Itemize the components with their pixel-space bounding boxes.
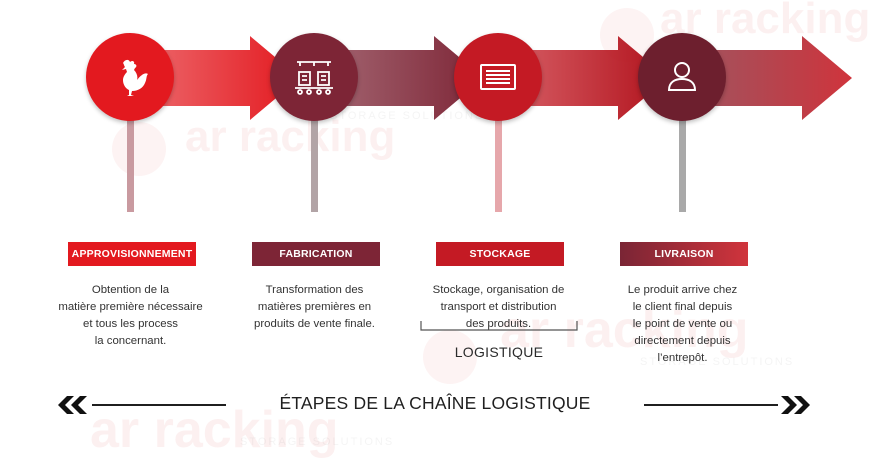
storage-unit-icon <box>480 64 516 90</box>
connector-stem <box>495 120 502 212</box>
step-circle <box>270 33 358 121</box>
connector-stem <box>679 120 686 212</box>
step-description: Transformation des matières premières en… <box>227 282 402 333</box>
logistique-label: LOGISTIQUE <box>454 344 544 360</box>
desc-line: des produits. <box>465 318 532 330</box>
arrow-shape <box>506 36 668 120</box>
step-description: Obtention de la matière première nécessa… <box>43 282 218 350</box>
step-approvisionnement: APPROVISIONNEMENT Obtention de la matièr… <box>58 28 318 347</box>
desc-line: Obtention de la <box>91 284 170 296</box>
desc-line: le client final depuis <box>632 301 733 313</box>
desc-line: la concernant. <box>94 335 167 347</box>
logistique-bracket <box>420 321 578 331</box>
step-circle <box>86 33 174 121</box>
desc-line: matière première nécessaire <box>58 301 203 313</box>
desc-line: le point de vente ou <box>632 318 733 330</box>
step-circle <box>454 33 542 121</box>
connector-stem <box>311 120 318 212</box>
arrow-shape <box>322 36 484 120</box>
desc-line: et tous les process <box>83 318 178 330</box>
footer-title: ÉTAPES DE LA CHAÎNE LOGISTIQUE <box>279 393 591 413</box>
step-circle <box>638 33 726 121</box>
user-icon <box>667 62 697 91</box>
step-label: APPROVISIONNEMENT <box>68 242 196 266</box>
step-description: Le produit arrive chez le client final d… <box>595 282 770 367</box>
desc-line: Transformation des <box>265 284 364 296</box>
step-stockage: STOCKAGE Stockage, organisation de trans… <box>433 28 686 330</box>
desc-line: Stockage, organisation de <box>432 284 565 296</box>
desc-line: directement depuis <box>634 335 731 347</box>
rooster-icon <box>122 59 148 96</box>
step-label: LIVRAISON <box>620 242 748 266</box>
double-chevron-left-icon <box>58 396 87 414</box>
desc-line: matières premières en <box>257 301 372 313</box>
step-label: FABRICATION <box>252 242 380 266</box>
step-livraison: LIVRAISON Le produit arrive chez le clie… <box>620 28 870 364</box>
desc-line: l’entrepôt. <box>657 352 708 364</box>
watermark-tagline-3: STORAGE SOLUTIONS <box>240 436 395 448</box>
footer-line-right <box>644 404 778 406</box>
footer-line-left <box>92 404 226 406</box>
desc-line: Le produit arrive chez <box>627 284 738 296</box>
connector-stem <box>127 120 134 212</box>
arrow-shape <box>138 36 300 120</box>
double-chevron-right-icon <box>781 396 810 414</box>
step-fabrication: FABRICATION Transformation des matières … <box>252 28 502 330</box>
step-label: STOCKAGE <box>436 242 564 266</box>
desc-line: transport et distribution <box>440 301 557 313</box>
arrow-shape <box>690 36 852 120</box>
step-description: Stockage, organisation de transport et d… <box>411 282 586 333</box>
factory-conveyor-icon <box>295 61 333 95</box>
desc-line: produits de vente finale. <box>254 318 375 330</box>
